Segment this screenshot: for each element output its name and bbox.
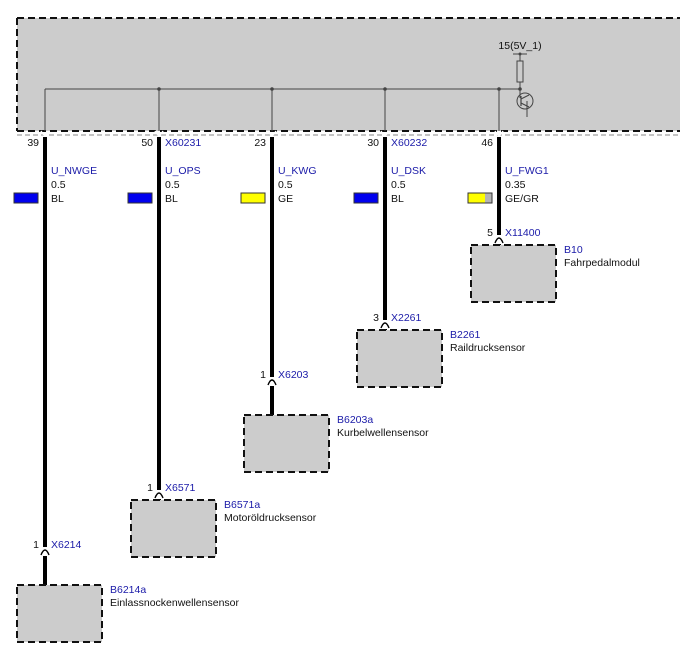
wire-u_kwg[interactable]: 23U_KWG 0.5GE [240, 130, 317, 415]
component-id: B6571a [224, 499, 260, 511]
component-name: Motoröldrucksensor [224, 512, 317, 524]
wire-cross-section: 0.5 [51, 179, 66, 191]
connector-plug-icon [154, 492, 164, 499]
component-connector-id: X6214 [51, 539, 82, 551]
ecu-pin-number: 46 [481, 137, 493, 149]
signal-name: U_NWGE [51, 165, 97, 177]
component-pin-number: 1 [33, 539, 39, 551]
ecu-pin-number: 30 [367, 137, 379, 149]
component-id: B2261 [450, 329, 481, 341]
component-connector-id: X11400 [505, 227, 541, 239]
component-name: Kurbelwellensensor [337, 427, 429, 439]
component-name: Einlassnockenwellensensor [110, 597, 239, 609]
component-id: B6214a [110, 584, 146, 596]
component-name: Fahrpedalmodul [564, 257, 640, 269]
wire-color-swatch [240, 192, 266, 204]
component-box[interactable] [16, 584, 103, 643]
ecu-pin-number: 23 [254, 137, 266, 149]
pin-socket-icon [154, 130, 164, 136]
ecu-connector-id: X60232 [391, 137, 427, 149]
signal-name: U_KWG [278, 165, 317, 177]
wire-color-code: GE [278, 193, 293, 205]
wire-color-code: BL [51, 193, 64, 205]
component-connector-id: X6203 [278, 369, 309, 381]
ecu-pin-number: 39 [27, 137, 39, 149]
wire-color-code: GE/GR [505, 193, 539, 205]
component-id: B10 [564, 244, 583, 256]
signal-name: U_DSK [391, 165, 426, 177]
wire-cross-section: 0.35 [505, 179, 526, 191]
wire-color-swatch [127, 192, 153, 204]
wire-color-code: BL [391, 193, 404, 205]
pin-socket-icon [380, 130, 390, 136]
component-name: Raildrucksensor [450, 342, 526, 354]
wire-color-swatch [353, 192, 379, 204]
component-connector-id: X6571 [165, 482, 196, 494]
component-id: B6203a [337, 414, 373, 426]
wire-color-swatch [13, 192, 39, 204]
control-unit: 15(5V_1) [16, 17, 680, 136]
component-box[interactable] [130, 499, 217, 558]
wire-color-swatch [467, 192, 493, 204]
connector-plug-icon [494, 237, 504, 244]
pin-socket-icon [40, 130, 50, 136]
supply-label: 15(5V_1) [498, 40, 541, 52]
ecu-pin-number: 50 [141, 137, 153, 149]
connector-plug-icon [380, 322, 390, 329]
component-pin-number: 3 [373, 312, 379, 324]
component-box[interactable] [470, 244, 557, 303]
signal-name: U_FWG1 [505, 165, 549, 177]
component-pin-number: 1 [260, 369, 266, 381]
component-box[interactable] [243, 414, 330, 473]
ecu-connector-id: X60231 [165, 137, 201, 149]
wire-u_nwge[interactable]: 39U_NWGE 0.5BL [13, 130, 97, 585]
component-box[interactable] [356, 329, 443, 388]
signal-name: U_OPS [165, 165, 201, 177]
component-connector-id: X2261 [391, 312, 422, 324]
wire-cross-section: 0.5 [391, 179, 406, 191]
component-pin-number: 1 [147, 482, 153, 494]
pin-socket-icon [494, 130, 504, 136]
wire-cross-section: 0.5 [165, 179, 180, 191]
pullup-resistor-icon [513, 52, 527, 89]
component-pin-number: 5 [487, 227, 493, 239]
wire-cross-section: 0.5 [278, 179, 293, 191]
pin-socket-icon [267, 130, 277, 136]
connector-plug-icon [40, 549, 50, 556]
connector-plug-icon [267, 379, 277, 386]
transistor-icon [516, 89, 534, 117]
wire-color-code: BL [165, 193, 178, 205]
